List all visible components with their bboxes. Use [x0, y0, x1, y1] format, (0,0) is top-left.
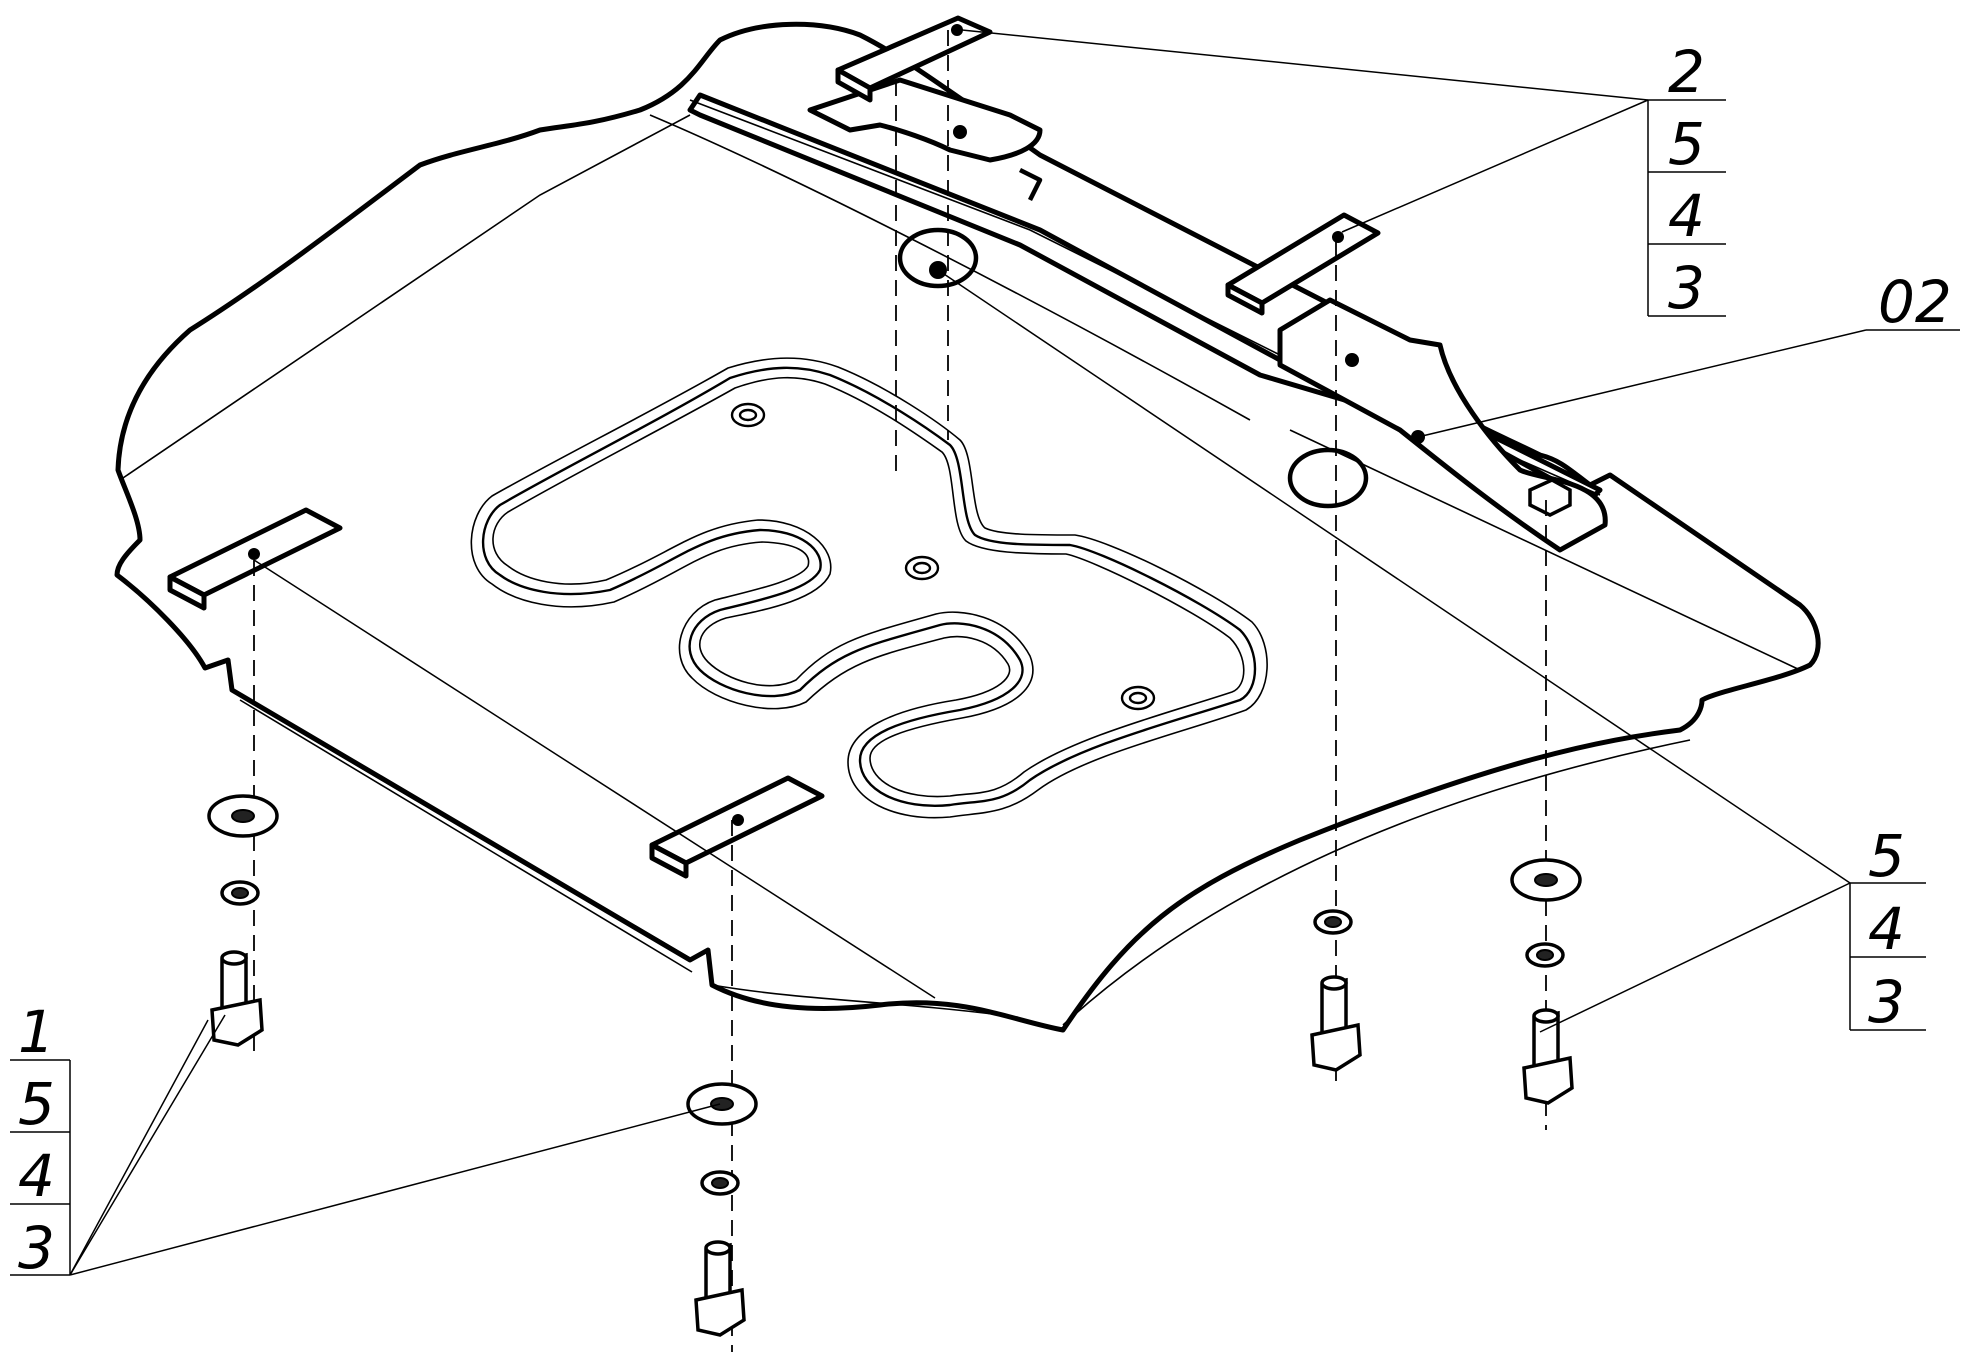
skid-plate — [114, 21, 1821, 1033]
callout-bottom-left: 1 5 4 3 — [18, 998, 55, 1282]
callout-label: 2 — [1668, 38, 1705, 106]
callout-label: 5 — [1668, 110, 1705, 178]
spacer-plate — [167, 507, 343, 611]
callout-label: 5 — [18, 1070, 55, 1138]
callout-label: 02 — [1878, 268, 1952, 336]
callout-top-right: 2 5 4 3 — [1668, 38, 1705, 322]
callout-label: 4 — [1668, 182, 1705, 250]
leader-lines — [10, 29, 1960, 1276]
fastener-stack — [686, 1082, 758, 1337]
callout-label: 5 — [1868, 822, 1905, 890]
callout-label: 4 — [18, 1142, 55, 1210]
callout-label: 3 — [1868, 968, 1905, 1036]
callout-label: 4 — [1868, 895, 1905, 963]
spacer-plate — [649, 775, 825, 879]
callout-plate: 02 — [1878, 268, 1952, 336]
callout-label: 3 — [18, 1214, 55, 1282]
callout-label: 3 — [1668, 254, 1705, 322]
fastener-stack — [1310, 909, 1362, 1072]
nut — [1528, 478, 1572, 517]
callout-mid-right: 5 4 3 — [1868, 822, 1905, 1036]
spacer-plate — [835, 15, 993, 103]
fastener-stack — [207, 794, 279, 1047]
callout-label: 1 — [18, 998, 55, 1066]
spacer-plate — [1225, 212, 1381, 316]
